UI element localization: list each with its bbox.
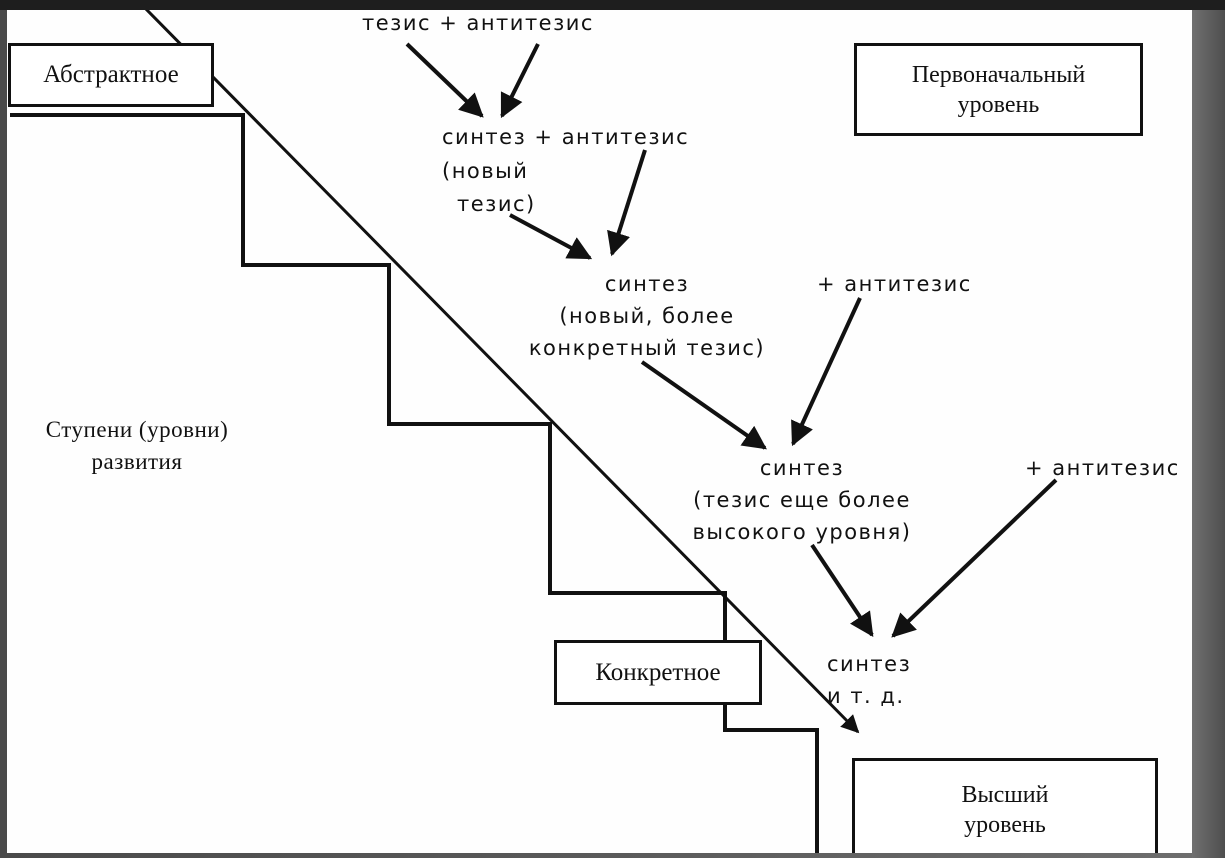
synthesis1-line2: (новый — [442, 159, 529, 183]
arrow-thesis-to-synthesis1 — [405, 42, 484, 118]
synthesis2-line3: конкретный тезис) — [528, 336, 766, 360]
synthesis3-block: синтез (тезис еще более высокого уровня) — [672, 452, 932, 548]
abstract-label: Абстрактное — [43, 61, 179, 89]
arrow-antithesis2-to-synthesis2 — [607, 149, 647, 257]
arrow-antithesis3-to-synthesis3 — [791, 297, 862, 447]
synthesis2-line2: (новый, более — [559, 304, 735, 328]
initial-level-label-line1: Первоначальный — [911, 61, 1086, 88]
synthesis2-line1: синтез — [604, 272, 690, 296]
concrete-label: Конкретное — [595, 658, 721, 686]
synthesis4-block: синтез и т. д. — [827, 648, 927, 712]
diagram-lines — [10, 10, 1058, 853]
antithesis4-label: + антитезис — [1025, 456, 1180, 480]
synthesis3-line2: (тезис еще более — [693, 488, 911, 512]
stages-label: Ступени (уровни) развития — [7, 414, 267, 478]
synthesis3-line1: синтез — [759, 456, 845, 480]
staircase-line — [10, 113, 727, 640]
antithesis3-label: + антитезис — [817, 272, 972, 296]
highest-level-box: Высший уровень — [852, 758, 1158, 853]
synthesis1-line3: тезис) — [457, 192, 536, 216]
initial-level-label-line2: уровень — [957, 91, 1040, 118]
stages-label-line2: развития — [91, 449, 183, 474]
synthesis3-line3: высокого уровня) — [692, 520, 912, 544]
highest-level-label-line1: Высший — [961, 781, 1049, 808]
stages-label-line1: Ступени (уровни) — [45, 417, 229, 442]
synthesis2-block: синтез (новый, более конкретный тезис) — [497, 268, 797, 364]
initial-level-box: Первоначальный уровень — [854, 43, 1143, 136]
diagram-page: Абстрактное Первоначальный уровень Конкр… — [7, 10, 1192, 853]
synthesis4-line2: и т. д. — [827, 684, 905, 708]
top-frame-bar — [0, 0, 1225, 10]
arrow-newthesis-to-synthesis2 — [509, 213, 593, 260]
concrete-box: Конкретное — [554, 640, 762, 705]
arrow-antithesis-to-synthesis1 — [500, 43, 540, 119]
arrow-higherthesis-to-synthesis4 — [810, 543, 874, 637]
arrow-concretethesis-to-synthesis3 — [640, 360, 767, 450]
synthesis1-line1: синтез + антитезис — [442, 125, 690, 149]
thesis-antithesis-label: тезис + антитезис — [362, 11, 594, 35]
abstract-box: Абстрактное — [8, 43, 214, 107]
arrow-antithesis4-to-synthesis4 — [891, 478, 1058, 638]
highest-level-label-line2: уровень — [964, 811, 1046, 838]
right-frame-panel — [1192, 10, 1225, 858]
synthesis4-line1: синтез — [827, 652, 912, 676]
staircase-line-lower — [723, 703, 819, 853]
development-diagonal-arrow — [144, 10, 860, 734]
